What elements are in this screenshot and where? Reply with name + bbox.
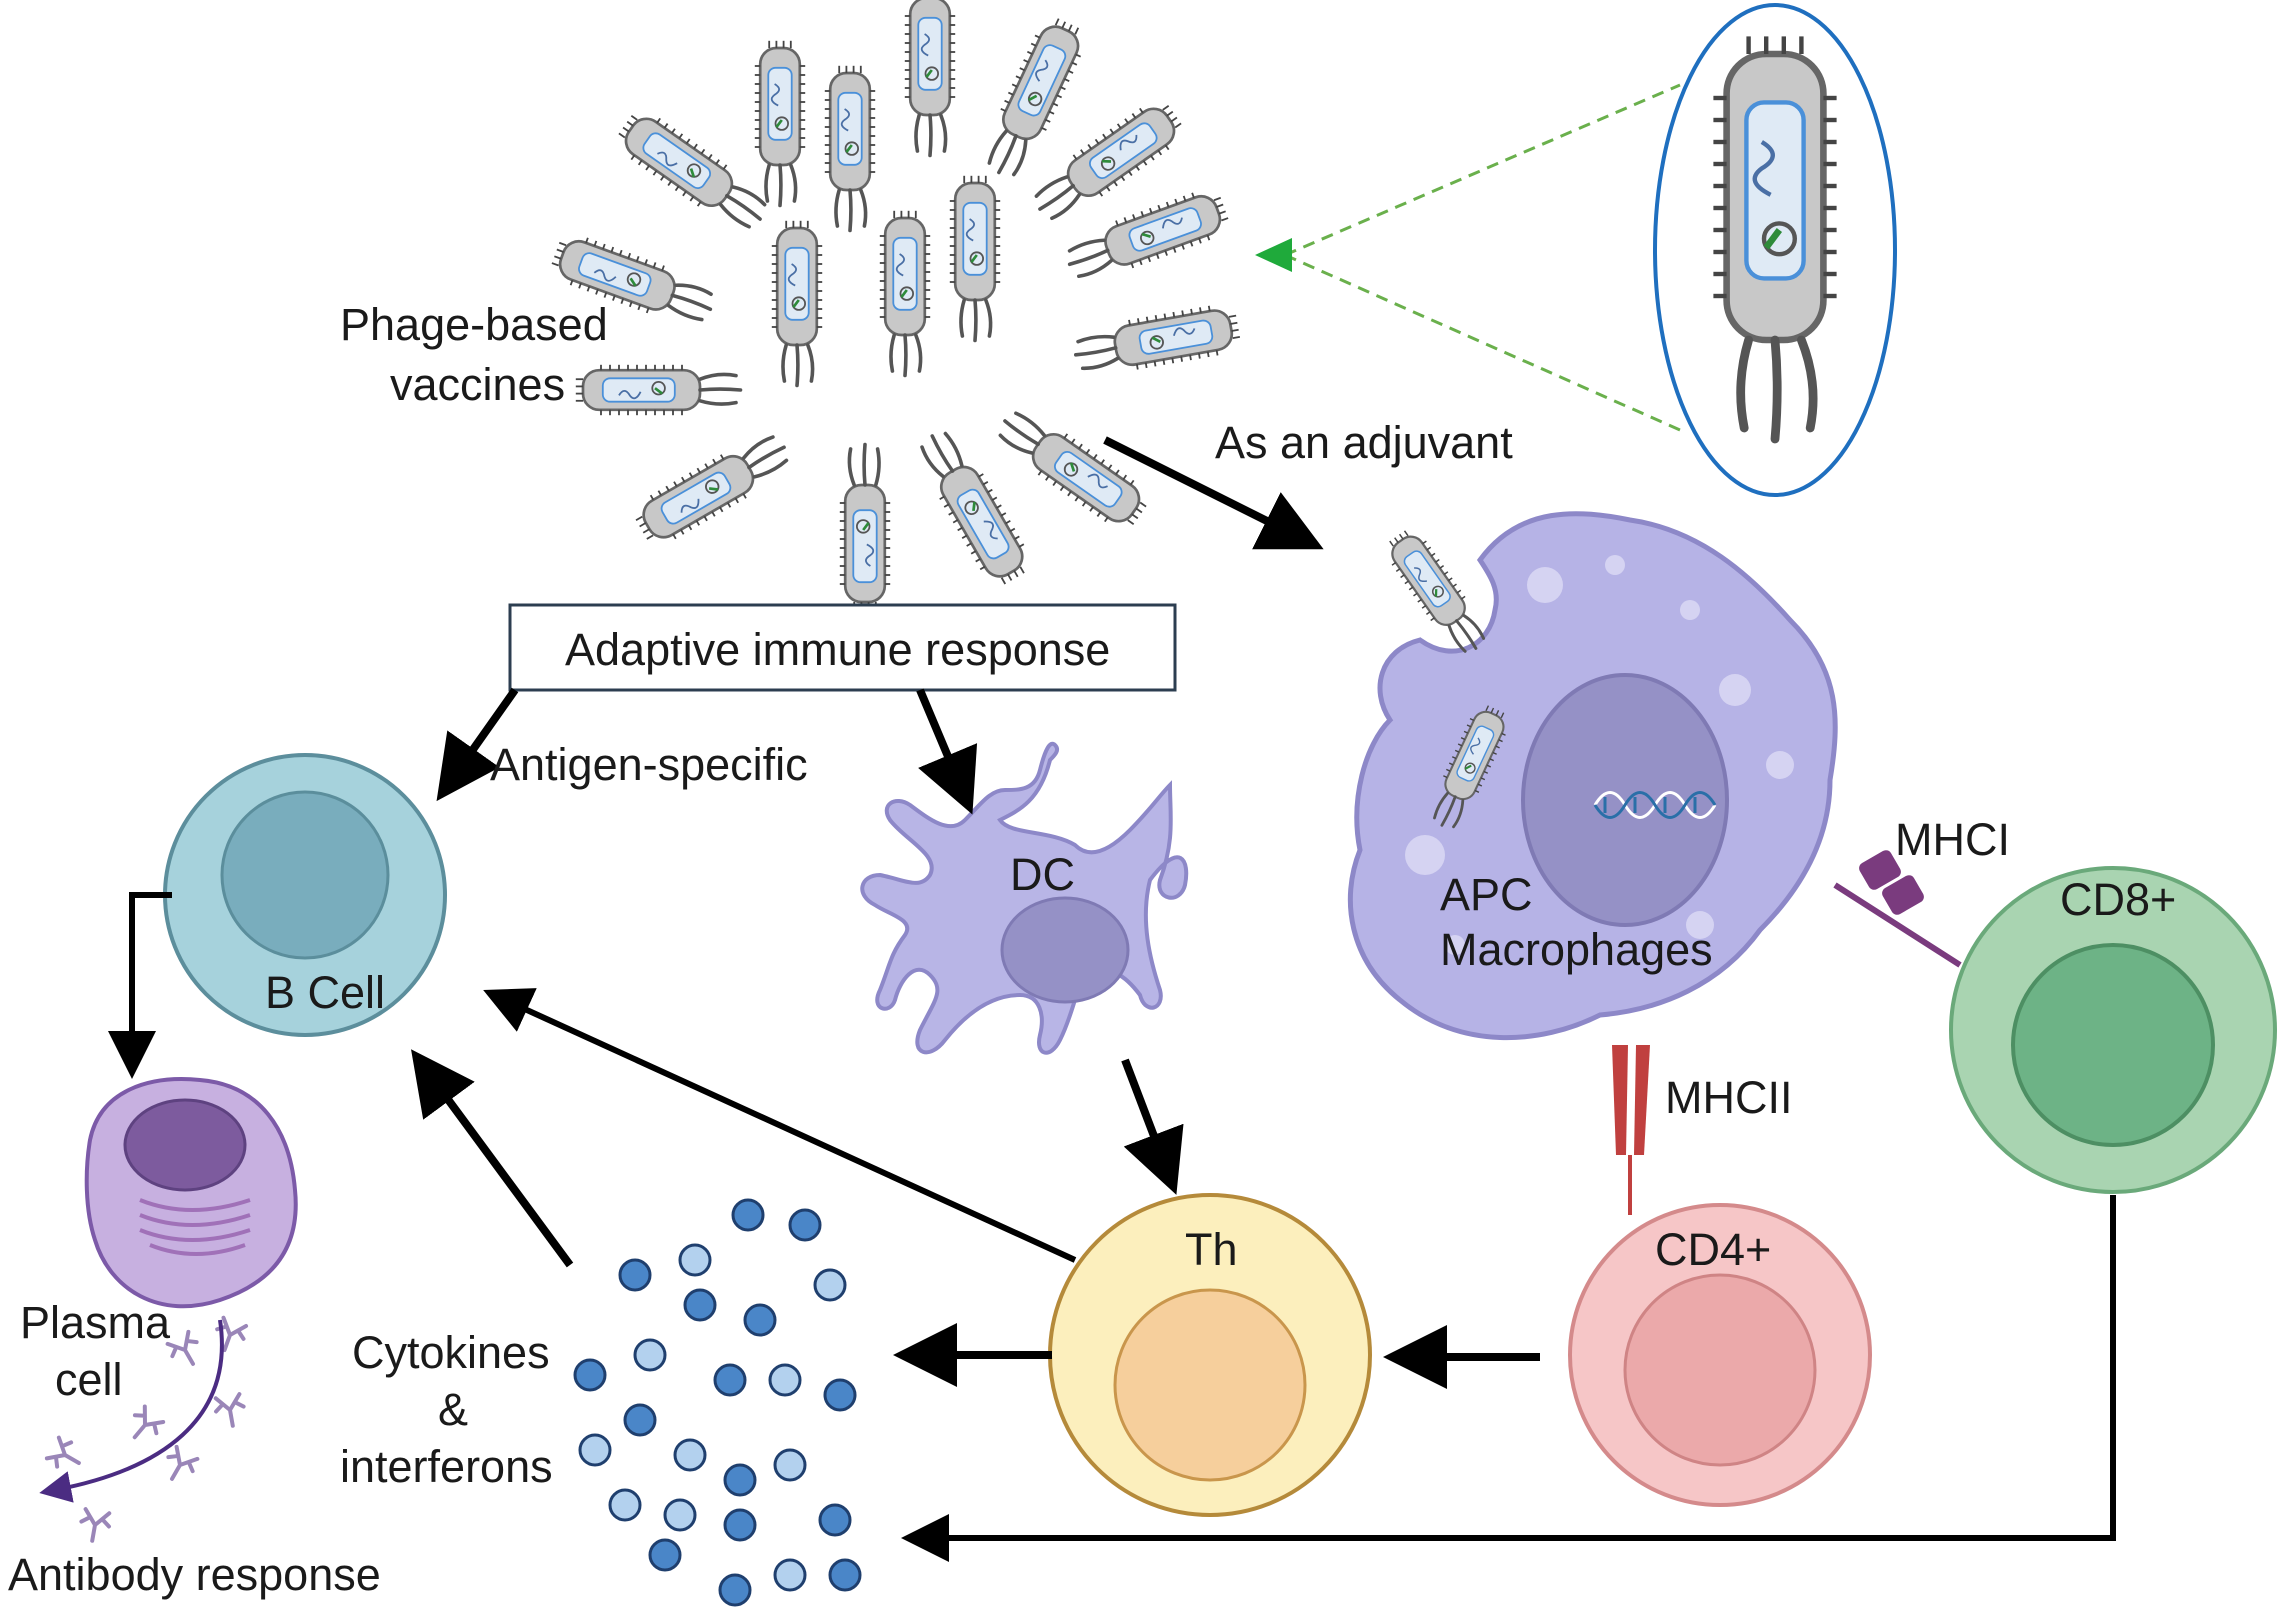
plasma-cell: [84, 1077, 298, 1309]
antibody-response-label: Antibody response: [8, 1549, 381, 1600]
phage-icon: [608, 102, 777, 242]
phage-icon: [573, 362, 743, 418]
zoom-line-bottom: [1284, 253, 1681, 432]
phage-icon: [974, 10, 1094, 185]
th-label: Th: [1185, 1224, 1238, 1275]
phage-icon: [877, 209, 933, 378]
phage-icon: [1069, 299, 1245, 382]
phage-icon: [627, 423, 799, 554]
arrow-th-to-b-cell: [483, 988, 1077, 1263]
antigen-specific-label: Antigen-specific: [490, 739, 808, 790]
mhc2-label: MHCII: [1665, 1072, 1793, 1123]
arrow-dc-to-th: [1121, 1058, 1184, 1195]
cd8-label: CD8+: [2060, 874, 2176, 925]
mhc1-label: MHCI: [1895, 814, 2010, 865]
cd4-label: CD4+: [1655, 1224, 1771, 1275]
antibody-icon: [209, 1315, 250, 1357]
arrow-cd8-to-cytokines: [901, 1195, 2116, 1562]
b-cell: [163, 753, 447, 1037]
phage-icon: [947, 174, 1003, 343]
cd4-cell: [1568, 1203, 1872, 1507]
phage-vaccines-label-2: vaccines: [390, 359, 565, 410]
phage-icon: [822, 63, 878, 233]
dc-label: DC: [1010, 849, 1075, 900]
mhc2-receptor: [1612, 1045, 1650, 1215]
antibody-icon: [157, 1443, 202, 1488]
adaptive-response-label: Adaptive immune response: [565, 624, 1110, 675]
dna-icon: [1593, 791, 1717, 819]
phage-cluster: [545, 0, 1245, 612]
zoom-pointer: [1255, 238, 1292, 272]
antibody-icon: [43, 1433, 88, 1478]
antibody-icon: [76, 1506, 114, 1546]
zoom-line-top: [1284, 83, 1681, 257]
as-adjuvant-label: As an adjuvant: [1215, 417, 1513, 468]
antibody-icon: [121, 1403, 167, 1449]
arrow-cytokines-to-b-cell: [411, 1049, 574, 1268]
arrow-to-dc: [916, 688, 978, 815]
macrophages-label: Macrophages: [1440, 924, 1713, 975]
cd8-cell: [1949, 866, 2277, 1194]
th-cell: [1048, 1193, 1372, 1517]
b-cell-label: B Cell: [265, 967, 385, 1018]
phage-icon: [902, 0, 958, 158]
apc-macrophage: APC Macrophages: [1347, 511, 1838, 1041]
phage-vaccines-label-1: Phage-based: [340, 299, 608, 350]
cytokines-label-2: &: [438, 1384, 468, 1435]
phage-icon: [988, 398, 1157, 538]
antibody-icon: [211, 1391, 249, 1431]
cytokine-cluster: [573, 1198, 862, 1607]
arrow-adjuvant: [1103, 436, 1324, 550]
arrow-b-to-plasma: [108, 892, 172, 1079]
antibody-group: [43, 1315, 250, 1546]
plasma-cell-label: cell: [55, 1354, 123, 1405]
phage-icon: [837, 442, 893, 612]
cytokines-label-1: Cytokines: [352, 1327, 550, 1378]
phage-icon: [752, 38, 808, 208]
mhc1-receptor: [1833, 850, 1962, 968]
adaptive-response-box: [508, 603, 1177, 692]
dc-cell: [860, 741, 1189, 1055]
arrow-to-b-cell: [436, 687, 519, 802]
macrophage-nucleus: [1521, 673, 1729, 927]
cytokines-label-3: interferons: [340, 1441, 553, 1492]
phage-icon: [1378, 522, 1495, 662]
phage-icon: [1059, 182, 1235, 290]
antibody-flow-arrow: [39, 1319, 224, 1503]
phage-icon: [769, 219, 825, 388]
antibody-icon: [163, 1328, 208, 1373]
plasma-label: Plasma: [20, 1297, 171, 1348]
apc-label: APC: [1440, 869, 1533, 920]
